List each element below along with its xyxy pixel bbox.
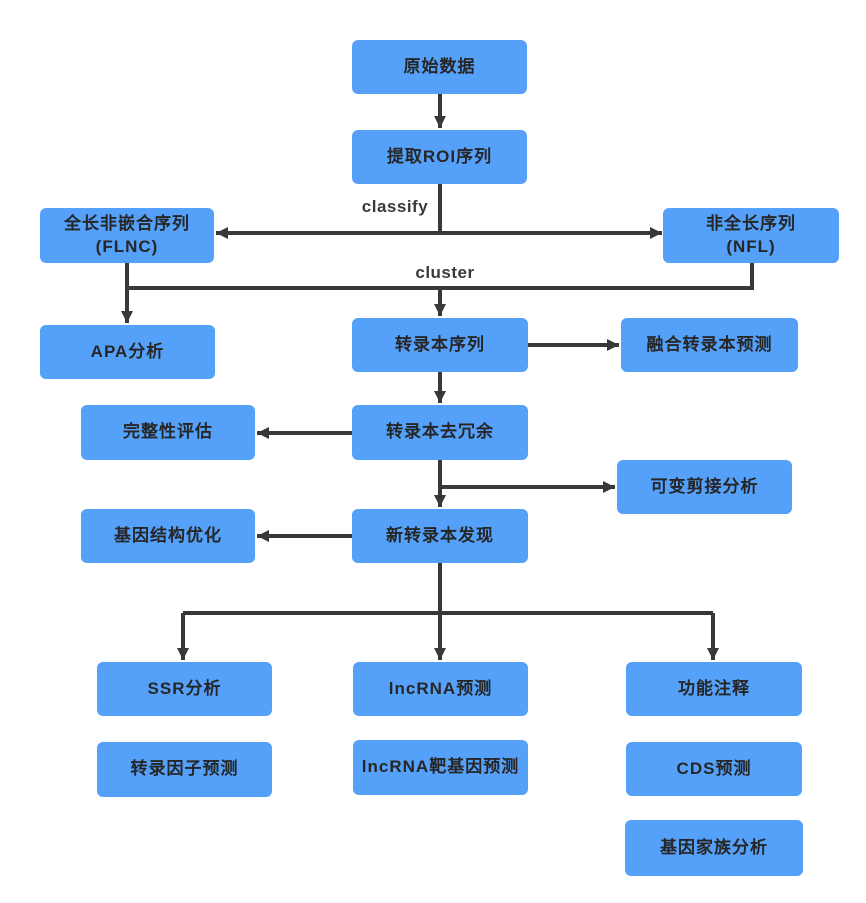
- node-apa-analysis: APA分析: [40, 325, 215, 379]
- node-tf-pred: 转录因子预测: [97, 742, 272, 797]
- node-nfl: 非全长序列 (NFL): [663, 208, 839, 263]
- node-flnc: 全长非嵌合序列 (FLNC): [40, 208, 214, 263]
- node-ssr-analysis: SSR分析: [97, 662, 272, 716]
- node-gene-structure-opt: 基因结构优化: [81, 509, 255, 563]
- node-transcript-seq: 转录本序列: [352, 318, 528, 372]
- node-flnc-line1: 全长非嵌合序列: [64, 213, 190, 233]
- node-novel-transcript: 新转录本发现: [352, 509, 528, 563]
- edge-label-classify: classify: [361, 197, 429, 216]
- edge-label-cluster: cluster: [415, 263, 475, 282]
- node-func-annotation: 功能注释: [626, 662, 802, 716]
- node-raw-data: 原始数据: [352, 40, 527, 94]
- node-lncrna-target-pred: lncRNA靶基因预测: [353, 740, 528, 795]
- node-integrity-eval: 完整性评估: [81, 405, 255, 460]
- node-flnc-line2: (FLNC): [95, 236, 159, 256]
- node-nfl-line1: 非全长序列: [706, 213, 796, 233]
- node-extract-roi: 提取ROI序列: [352, 130, 527, 184]
- node-gene-family-analysis: 基因家族分析: [625, 820, 803, 876]
- node-lncrna-pred: lncRNA预测: [353, 662, 528, 716]
- node-cds-pred: CDS预测: [626, 742, 802, 796]
- node-nfl-line2: (NFL): [726, 236, 776, 256]
- node-transcript-dedup: 转录本去冗余: [352, 405, 528, 460]
- node-fusion-transcript-pred: 融合转录本预测: [621, 318, 798, 372]
- node-alt-splicing-analysis: 可变剪接分析: [617, 460, 792, 514]
